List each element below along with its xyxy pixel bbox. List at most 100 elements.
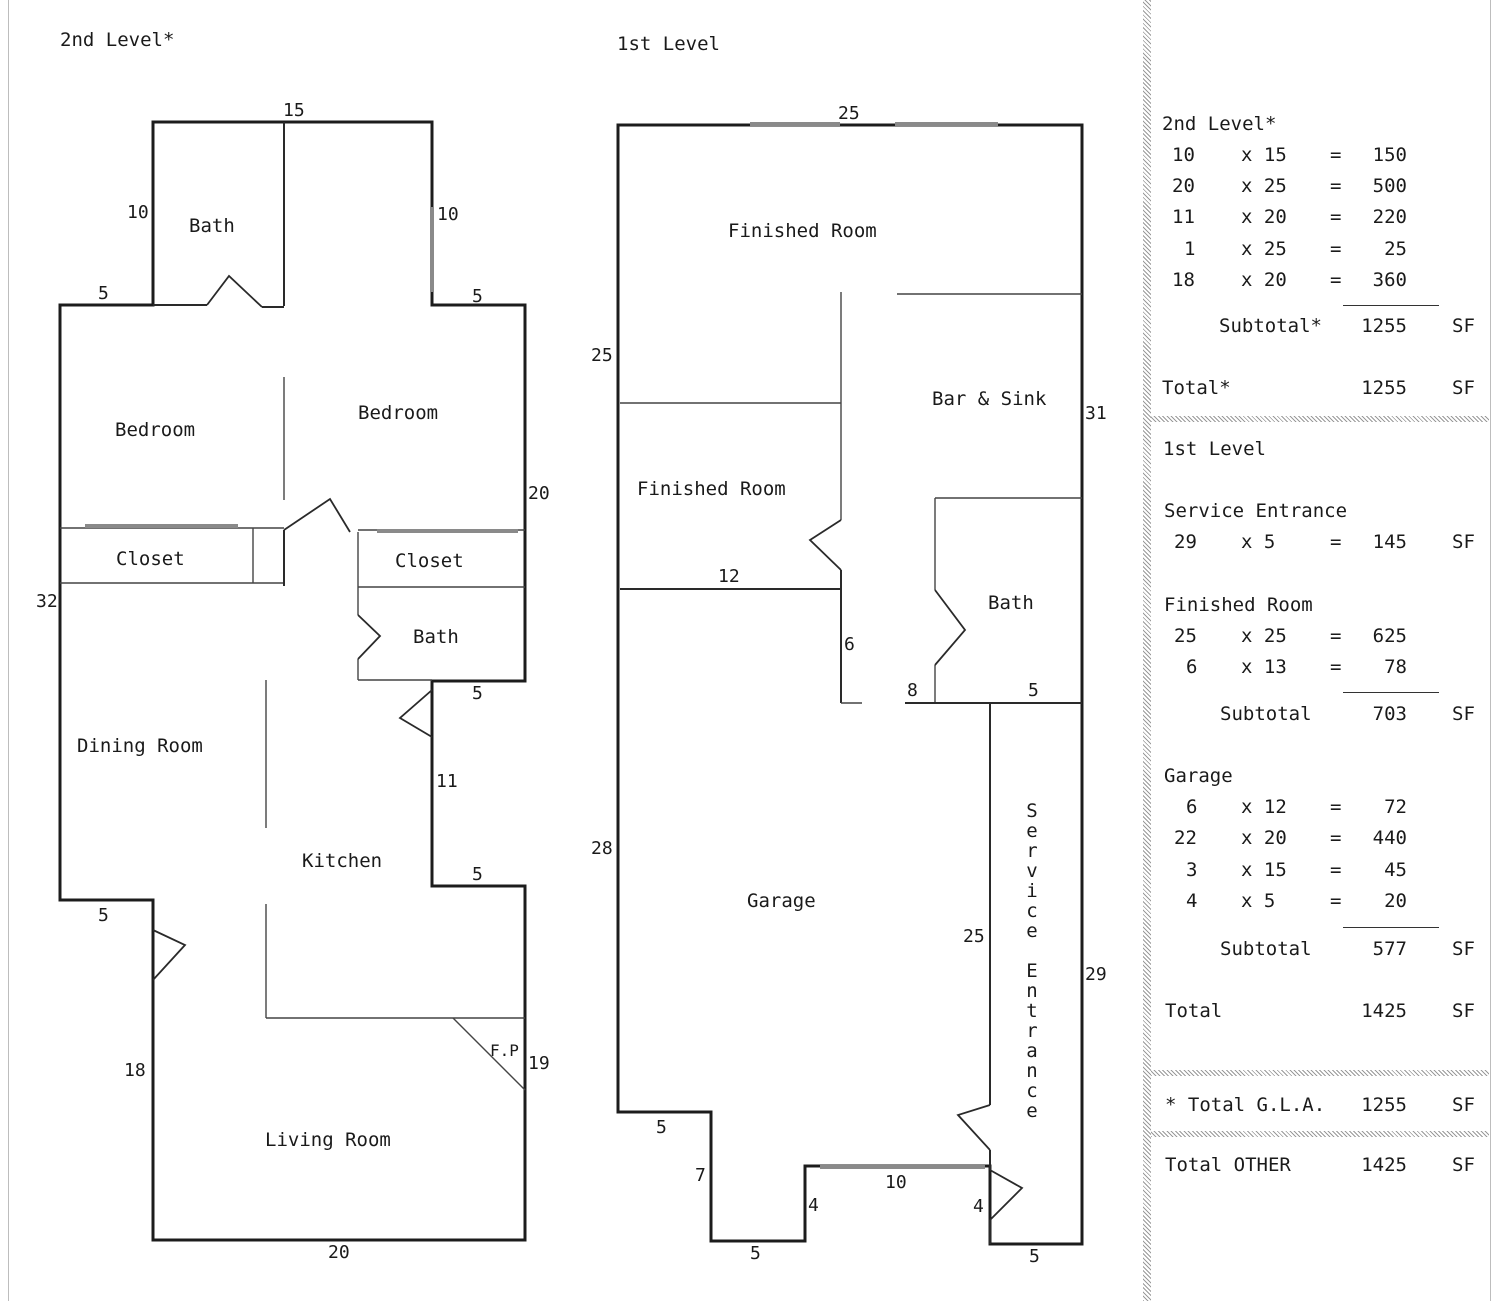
room-closet-left: Closet (116, 548, 185, 570)
row-a: 4 (1186, 890, 1198, 912)
dim-1-door-right: 4 (973, 1196, 984, 1217)
row-unit: SF (1452, 531, 1475, 553)
group-label-finished-room: Finished Room (1164, 594, 1313, 616)
dim-1-gap: 8 (907, 680, 918, 701)
total-unit: SF (1452, 1000, 1475, 1022)
room-bath-top: Bath (189, 215, 235, 237)
dim-2-notch-bottom: 5 (472, 864, 483, 885)
dim-1-garage-door: 10 (885, 1172, 907, 1193)
summary-second-level-title: 2nd Level* (1162, 113, 1277, 135)
group-label-garage: Garage (1164, 765, 1233, 787)
door-bedroom-closet (283, 497, 351, 533)
row-a: 20 (1172, 175, 1195, 197)
row-value: 150 (1372, 144, 1407, 166)
row-a: 1 (1184, 238, 1196, 260)
row-value: 25 (1384, 238, 1407, 260)
page-edge-left (8, 0, 9, 1301)
row-value: 360 (1372, 269, 1407, 291)
dim-1-door-left: 4 (808, 1195, 819, 1216)
door-service-exterior (989, 1169, 1024, 1221)
subtotal-unit: SF (1452, 315, 1475, 337)
room-bedroom-left: Bedroom (115, 419, 195, 441)
sum-rule (1343, 927, 1439, 928)
door-bath-top (206, 274, 263, 308)
row-a: 10 (1172, 144, 1195, 166)
row-a: 11 (1172, 206, 1195, 228)
subtotal-unit: SF (1452, 703, 1475, 725)
row-value: 220 (1372, 206, 1407, 228)
subtotal-label: Subtotal (1220, 938, 1312, 960)
dim-1-bottom-right: 5 (1029, 1246, 1040, 1267)
subtotal-label: Subtotal* (1219, 315, 1322, 337)
row-a: 3 (1186, 859, 1198, 881)
door-living-side (152, 929, 187, 981)
row-b: x 20 (1241, 269, 1287, 291)
row-b: x 20 (1241, 827, 1287, 849)
first-level-plan: 1st Level (591, 33, 1107, 1267)
subtotal-value: 577 (1372, 938, 1407, 960)
room-kitchen: Kitchen (302, 850, 382, 872)
dim-1-right-upper: 31 (1085, 403, 1107, 424)
gla-label: * Total G.L.A. (1165, 1094, 1326, 1116)
row-a: 18 (1172, 269, 1195, 291)
door-finished-mid (808, 519, 842, 571)
row-value: 145 (1372, 531, 1407, 553)
row-a: 29 (1174, 531, 1197, 553)
door-side-entry (398, 689, 433, 738)
row-a: 6 (1186, 796, 1198, 818)
second-level-title: 2nd Level* (60, 29, 174, 51)
room-garage: Garage (747, 890, 816, 912)
row-a: 6 (1186, 656, 1198, 678)
dim-2-bath-left: 10 (127, 202, 149, 223)
dim-2-step-lower: 5 (98, 905, 109, 926)
other-label: Total OTHER (1165, 1154, 1291, 1176)
divider-level-1 (1151, 416, 1489, 422)
row-eq: = (1330, 206, 1342, 228)
door-bath (934, 589, 967, 666)
total-value: 1255 (1361, 377, 1407, 399)
row-b: x 13 (1241, 656, 1287, 678)
row-eq: = (1330, 144, 1342, 166)
row-eq: = (1330, 796, 1342, 818)
row-eq: = (1330, 531, 1342, 553)
row-a: 22 (1174, 827, 1197, 849)
row-b: x 5 (1241, 531, 1276, 553)
row-value: 20 (1384, 890, 1407, 912)
row-b: x 5 (1241, 890, 1276, 912)
gla-value: 1255 (1361, 1094, 1407, 1116)
gla-unit: SF (1452, 1094, 1475, 1116)
dim-1-notch: 6 (844, 634, 855, 655)
room-service-entrance: Service Entrance (1021, 800, 1043, 1120)
divider-other (1151, 1131, 1489, 1137)
room-living: Living Room (265, 1129, 391, 1151)
page-edge-right (1490, 0, 1491, 1301)
row-b: x 15 (1241, 144, 1287, 166)
dim-2-step-left: 5 (98, 283, 109, 304)
room-closet-right: Closet (395, 550, 464, 572)
total-value: 1425 (1361, 1000, 1407, 1022)
total-label: Total (1165, 1000, 1223, 1022)
subtotal-unit: SF (1452, 938, 1475, 960)
second-level-plan: 2nd Level* (36, 29, 550, 1263)
summary-first-level-title: 1st Level (1163, 438, 1266, 460)
room-dining: Dining Room (77, 735, 203, 757)
dim-2-step-right: 5 (472, 286, 483, 307)
room-bedroom-right: Bedroom (358, 402, 438, 424)
first-level-title: 1st Level (617, 33, 720, 55)
dim-2-top: 15 (283, 100, 305, 121)
dim-1-step-height: 7 (695, 1165, 706, 1186)
sum-rule (1343, 305, 1439, 306)
dim-1-top: 25 (838, 103, 860, 124)
row-value: 625 (1372, 625, 1407, 647)
dim-1-step-left: 5 (656, 1117, 667, 1138)
row-b: x 25 (1241, 175, 1287, 197)
row-eq: = (1330, 175, 1342, 197)
row-b: x 25 (1241, 238, 1287, 260)
row-eq: = (1330, 625, 1342, 647)
room-bar-sink: Bar & Sink (932, 388, 1047, 410)
dim-1-service-width: 5 (1028, 680, 1039, 701)
group-label-service-entrance: Service Entrance (1164, 500, 1348, 522)
subtotal-value: 1255 (1361, 315, 1407, 337)
row-value: 500 (1372, 175, 1407, 197)
other-unit: SF (1452, 1154, 1475, 1176)
